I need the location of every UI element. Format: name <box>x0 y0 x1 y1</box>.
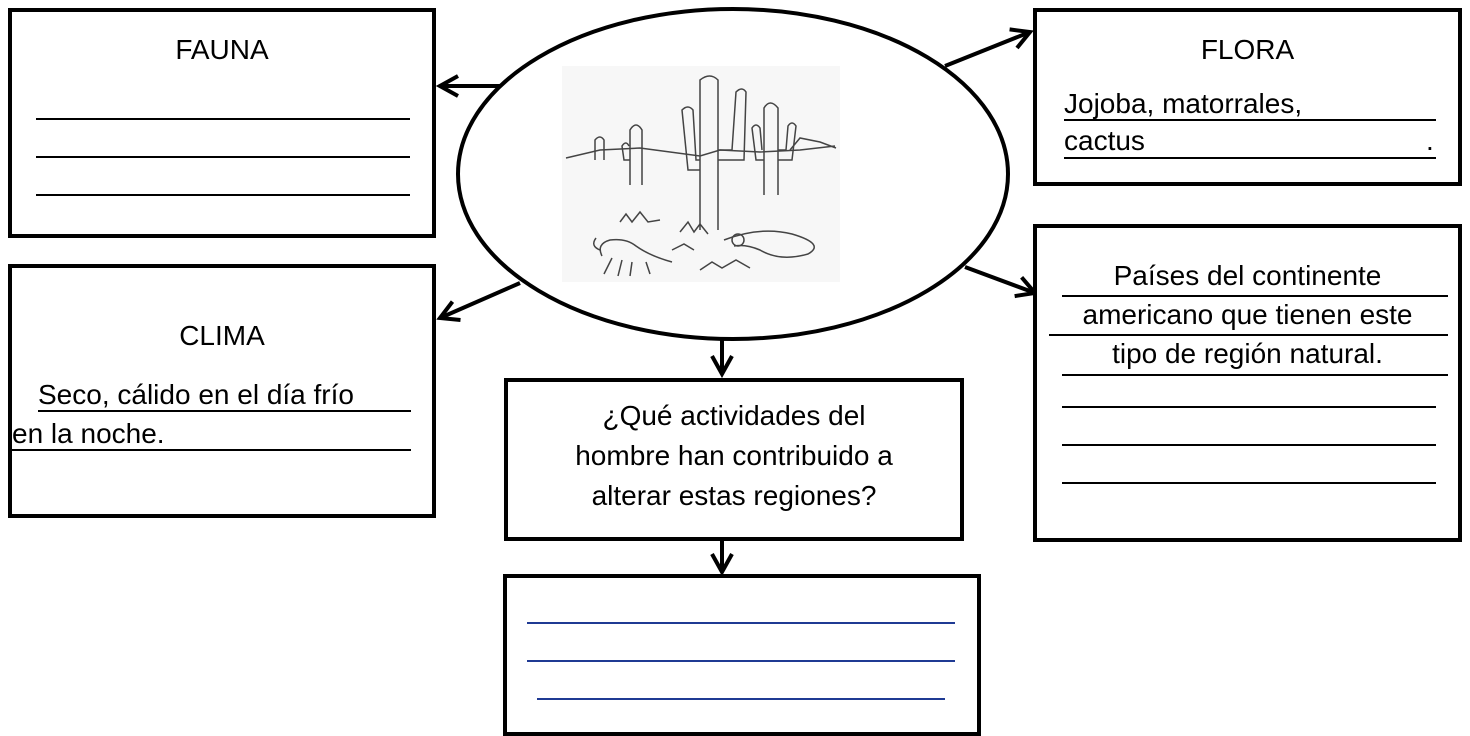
desert-illustration <box>562 66 840 282</box>
fauna-answer-line[interactable] <box>36 156 410 158</box>
clima-title: CLIMA <box>179 320 265 351</box>
paises-box: Países del continente americano que tien… <box>1033 224 1462 542</box>
flora-text-line2-end: . <box>1426 125 1434 156</box>
fauna-title: FAUNA <box>175 34 269 65</box>
answer-box <box>503 574 981 736</box>
flora-underline <box>1064 157 1436 159</box>
paises-answer-line[interactable] <box>1062 482 1436 484</box>
clima-text-line1: Seco, cálido en el día frío <box>38 379 354 410</box>
paises-underline <box>1062 295 1448 297</box>
paises-underline <box>1049 334 1448 336</box>
paises-answer-line[interactable] <box>1062 444 1436 446</box>
flora-box: FLORA Jojoba, matorrales, cactus . <box>1033 8 1462 186</box>
answer-line[interactable] <box>527 660 955 662</box>
fauna-box: FAUNA <box>8 8 436 238</box>
paises-text-line3: tipo de región natural. <box>1112 338 1383 369</box>
clima-underline <box>12 449 411 451</box>
arrow-to-flora <box>944 32 1030 68</box>
fauna-answer-line[interactable] <box>36 118 410 120</box>
arrow-to-clima <box>440 281 521 318</box>
question-text-line3: alterar estas regiones? <box>591 480 877 511</box>
fauna-answer-line[interactable] <box>36 194 410 196</box>
flora-text-line1: Jojoba, matorrales, <box>1064 88 1303 119</box>
question-text-line2: hombre han contribuido a <box>575 440 893 471</box>
clima-text-line2: en la noche. <box>12 418 165 449</box>
question-text-line1: ¿Qué actividades del <box>602 400 866 431</box>
clima-box: CLIMA Seco, cálido en el día frío en la … <box>8 264 436 518</box>
clima-underline <box>38 410 411 412</box>
paises-text-line1: Países del continente <box>1113 260 1382 291</box>
flora-title: FLORA <box>1200 34 1295 65</box>
flora-text-line2: cactus <box>1064 125 1145 156</box>
answer-line[interactable] <box>527 622 955 624</box>
flora-underline <box>1064 119 1436 121</box>
arrow-to-paises <box>964 265 1035 293</box>
paises-text-line2: americano que tienen este <box>1082 299 1413 330</box>
question-box: ¿Qué actividades del hombre han contribu… <box>504 378 964 541</box>
paises-answer-line[interactable] <box>1062 406 1436 408</box>
paises-underline <box>1062 374 1448 376</box>
answer-line[interactable] <box>537 698 945 700</box>
